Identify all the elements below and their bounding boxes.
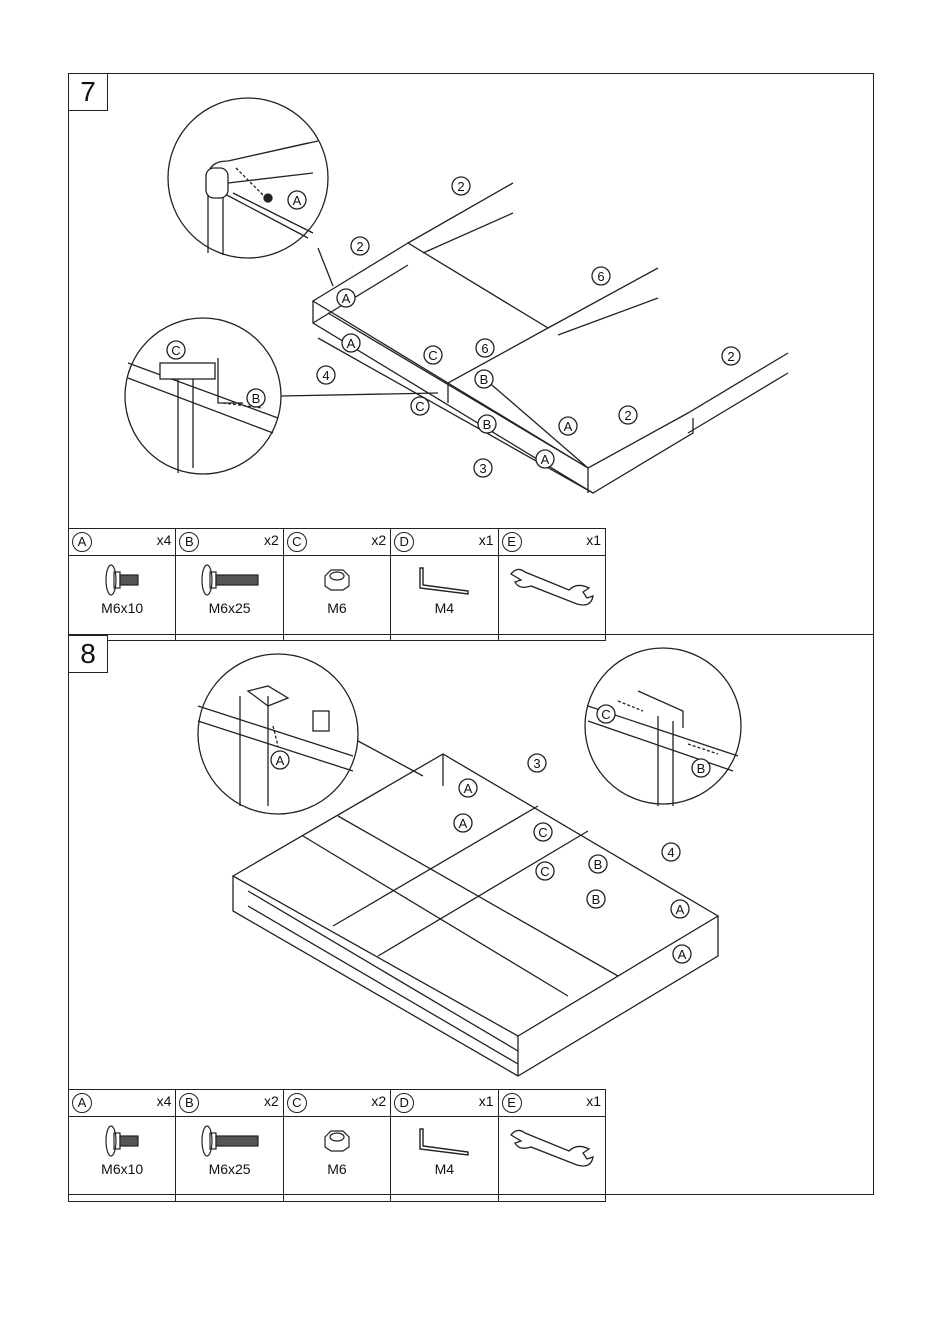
part-label: M6 <box>284 600 390 616</box>
callout-a: A <box>347 336 356 351</box>
short-bolt-icon <box>97 560 147 600</box>
part-letter: E <box>502 532 522 552</box>
callout-c-detail: C <box>597 705 615 723</box>
callout-a-detail: A <box>271 751 289 769</box>
part-letter: C <box>287 1093 307 1113</box>
part-label: M4 <box>391 600 497 616</box>
callout-2: 2 <box>356 239 363 254</box>
callout-a: A <box>541 452 550 467</box>
allen-key-icon <box>414 560 474 600</box>
callout-a: A <box>564 419 573 434</box>
callout-2: 2 <box>727 349 734 364</box>
callout-a: A <box>464 781 473 796</box>
part-letter: E <box>502 1093 522 1113</box>
callout-b-detail: B <box>247 389 265 407</box>
callout-b: B <box>480 372 489 387</box>
part-qty: x2 <box>264 1093 283 1109</box>
callout-b-detail: B <box>692 759 710 777</box>
part-qty: x2 <box>264 532 283 548</box>
part-letter: A <box>72 1093 92 1113</box>
callout-2: 2 <box>624 408 631 423</box>
callout-b: B <box>592 892 601 907</box>
part-label: M6x25 <box>176 600 282 616</box>
part-qty: x1 <box>479 1093 498 1109</box>
callout-4: 4 <box>667 845 674 860</box>
callout-4: 4 <box>322 368 329 383</box>
callout-6: 6 <box>481 341 488 356</box>
part-qty: x2 <box>371 532 390 548</box>
part-label: M6x10 <box>69 600 175 616</box>
svg-text:C: C <box>601 707 610 722</box>
part-label: M6x10 <box>69 1161 175 1177</box>
detail-corner-zoom <box>198 654 423 814</box>
allen-key-icon <box>414 1121 474 1161</box>
svg-text:A: A <box>276 753 285 768</box>
callout-b: B <box>594 857 603 872</box>
part-qty: x1 <box>586 532 605 548</box>
callout-c: C <box>428 348 437 363</box>
callout-c-detail: C <box>167 341 185 359</box>
callout-c: C <box>538 825 547 840</box>
part-qty: x4 <box>157 532 176 548</box>
step-7-assembly-diagram: A C B 2 2 6 2 <box>68 73 874 523</box>
part-qty: x1 <box>479 532 498 548</box>
bed-frame-half <box>313 183 788 493</box>
hex-nut-icon <box>317 560 357 600</box>
callout-c: C <box>540 864 549 879</box>
svg-text:C: C <box>171 343 180 358</box>
step-8-assembly-diagram: A C B 3 4 A A C C B B A A <box>68 636 874 1086</box>
part-label: M6x25 <box>176 1161 282 1177</box>
part-qty: x4 <box>157 1093 176 1109</box>
hex-nut-icon <box>317 1121 357 1161</box>
long-bolt-icon <box>195 560 265 600</box>
callout-a: A <box>678 947 687 962</box>
callout-c: C <box>415 399 424 414</box>
callout-3: 3 <box>533 756 540 771</box>
part-qty: x1 <box>586 1093 605 1109</box>
svg-text:A: A <box>293 193 302 208</box>
svg-text:B: B <box>252 391 261 406</box>
callout-b: B <box>483 417 492 432</box>
callout-a: A <box>676 902 685 917</box>
wrench-icon <box>507 1121 597 1171</box>
detail-joint-zoom <box>585 648 741 806</box>
part-letter: B <box>179 1093 199 1113</box>
long-bolt-icon <box>195 1121 265 1161</box>
short-bolt-icon <box>97 1121 147 1161</box>
callout-a: A <box>459 816 468 831</box>
detail-corner-zoom <box>168 98 333 286</box>
callout-2: 2 <box>457 179 464 194</box>
part-letter: D <box>394 1093 414 1113</box>
part-letter: D <box>394 532 414 552</box>
part-qty: x2 <box>371 1093 390 1109</box>
part-label: M6 <box>284 1161 390 1177</box>
callout-a-detail: A <box>288 191 306 209</box>
callout-6: 6 <box>597 269 604 284</box>
part-label: M4 <box>391 1161 497 1177</box>
part-letter: C <box>287 532 307 552</box>
svg-text:B: B <box>697 761 706 776</box>
part-letter: A <box>72 532 92 552</box>
callout-3: 3 <box>479 461 486 476</box>
wrench-icon <box>507 560 597 610</box>
callout-a: A <box>342 291 351 306</box>
part-letter: B <box>179 532 199 552</box>
